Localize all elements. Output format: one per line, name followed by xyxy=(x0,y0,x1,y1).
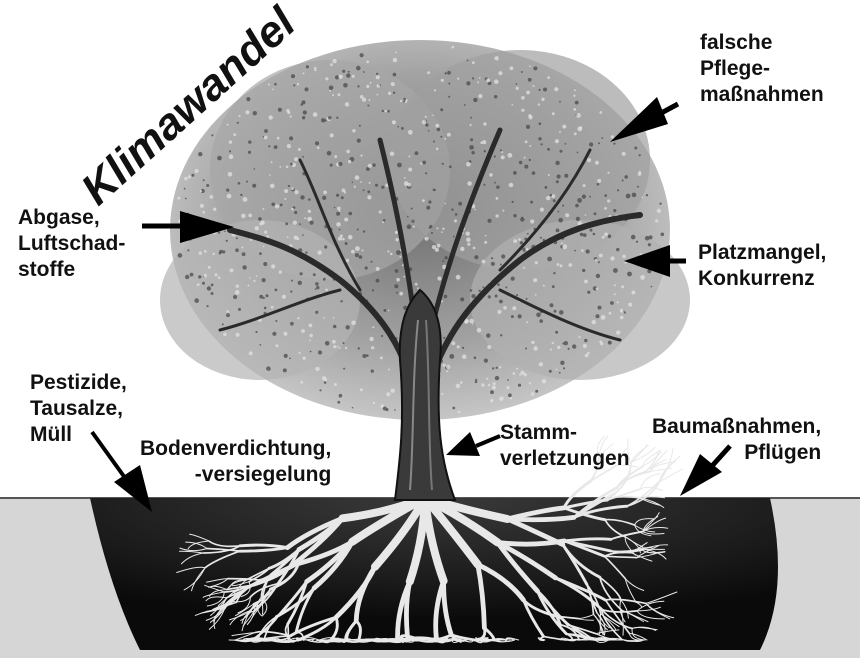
label-platz: Platzmangel, Konkurrenz xyxy=(698,240,826,292)
label-boden: Bodenverdichtung, -versiegelung xyxy=(140,436,331,488)
label-abgase: Abgase, Luftschad- stoffe xyxy=(18,205,125,283)
label-bau: Baumaßnahmen, Pflügen xyxy=(652,414,821,466)
label-pestizide: Pestizide, Tausalze, Müll xyxy=(30,370,127,448)
arrow-icon xyxy=(446,432,500,456)
label-pflege: falsche Pflege- maßnahmen xyxy=(700,30,824,108)
label-stamm: Stamm- verletzungen xyxy=(500,420,630,472)
